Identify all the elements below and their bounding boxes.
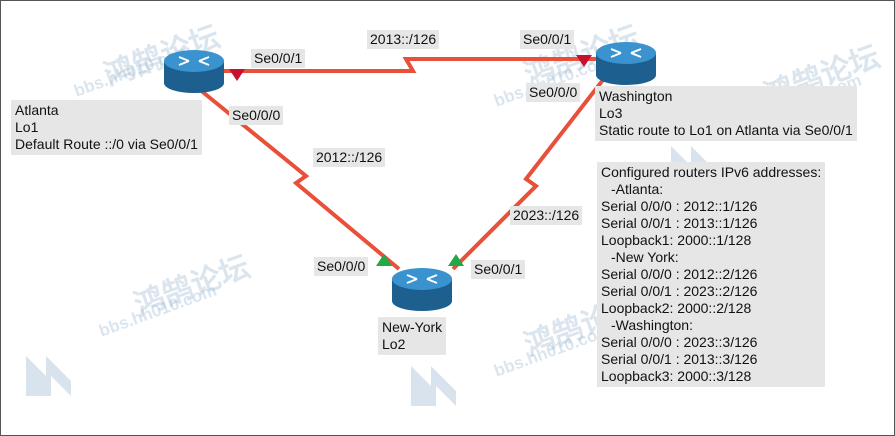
config-line: -Atlanta: <box>611 181 664 197</box>
config-line: -New York: <box>611 249 679 265</box>
link-atlanta-washington <box>196 57 599 73</box>
router-icon[interactable] <box>593 37 659 89</box>
config-title: Configured routers IPv6 addresses: <box>601 164 822 180</box>
router-name: New-York <box>382 319 443 335</box>
ipv6-config-panel: Configured routers IPv6 addresses: -Atla… <box>597 162 826 387</box>
link-newyork-washington <box>451 74 608 271</box>
link-label-2012: 2012::/126 <box>313 148 386 167</box>
atlanta-info: Atlanta Lo1 Default Route ::/0 via Se0/0… <box>11 100 202 155</box>
router-icon[interactable] <box>389 263 455 315</box>
router-route-note: Static route to Lo1 on Atlanta via Se0/0… <box>599 122 853 138</box>
washington-se001-label: Se0/0/1 <box>520 30 575 49</box>
interface-up-marker <box>448 254 464 266</box>
newyork-info: New-York Lo2 <box>378 317 447 355</box>
link-label-2013: 2013::/126 <box>367 30 440 49</box>
config-line: Serial 0/0/1 : 2013::1/126 <box>601 215 758 231</box>
router-loopback: Lo3 <box>599 105 623 121</box>
interface-up-marker <box>376 254 392 266</box>
link-atlanta-newyork <box>197 87 401 271</box>
router-loopback: Lo2 <box>382 336 406 352</box>
atlanta-se001-label: Se0/0/1 <box>251 49 306 68</box>
config-line: Loopback3: 2000::3/128 <box>601 368 752 384</box>
watermark-logo-icon <box>26 356 71 396</box>
config-line: Loopback1: 2000::1/128 <box>601 232 752 248</box>
router-loopback: Lo1 <box>15 119 39 135</box>
newyork-se001-label: Se0/0/1 <box>471 260 526 279</box>
link-label-2023: 2023::/126 <box>510 206 583 225</box>
interface-down-marker <box>229 69 245 81</box>
washington-se000-label: Se0/0/0 <box>526 83 581 102</box>
atlanta-se000-label: Se0/0/0 <box>229 106 284 125</box>
interface-down-marker <box>576 55 592 67</box>
config-line: Serial 0/0/0 : 2023::3/126 <box>601 334 758 350</box>
config-line: Serial 0/0/0 : 2012::1/126 <box>601 198 758 214</box>
router-name: Washington <box>599 88 673 104</box>
watermark-logo-icon <box>411 366 456 406</box>
newyork-se000-label: Se0/0/0 <box>314 257 369 276</box>
router-route-note: Default Route ::/0 via Se0/0/1 <box>15 136 198 152</box>
config-line: Serial 0/0/0 : 2012::2/126 <box>601 266 758 282</box>
router-name: Atlanta <box>15 102 59 118</box>
config-line: Serial 0/0/1 : 2023::2/126 <box>601 283 758 299</box>
config-line: Loopback2: 2000::2/128 <box>601 300 752 316</box>
config-line: -Washington: <box>611 317 693 333</box>
router-icon[interactable] <box>161 45 227 97</box>
washington-info: Washington Lo3 Static route to Lo1 on At… <box>595 86 857 141</box>
config-line: Serial 0/0/1 : 2013::3/126 <box>601 351 758 367</box>
